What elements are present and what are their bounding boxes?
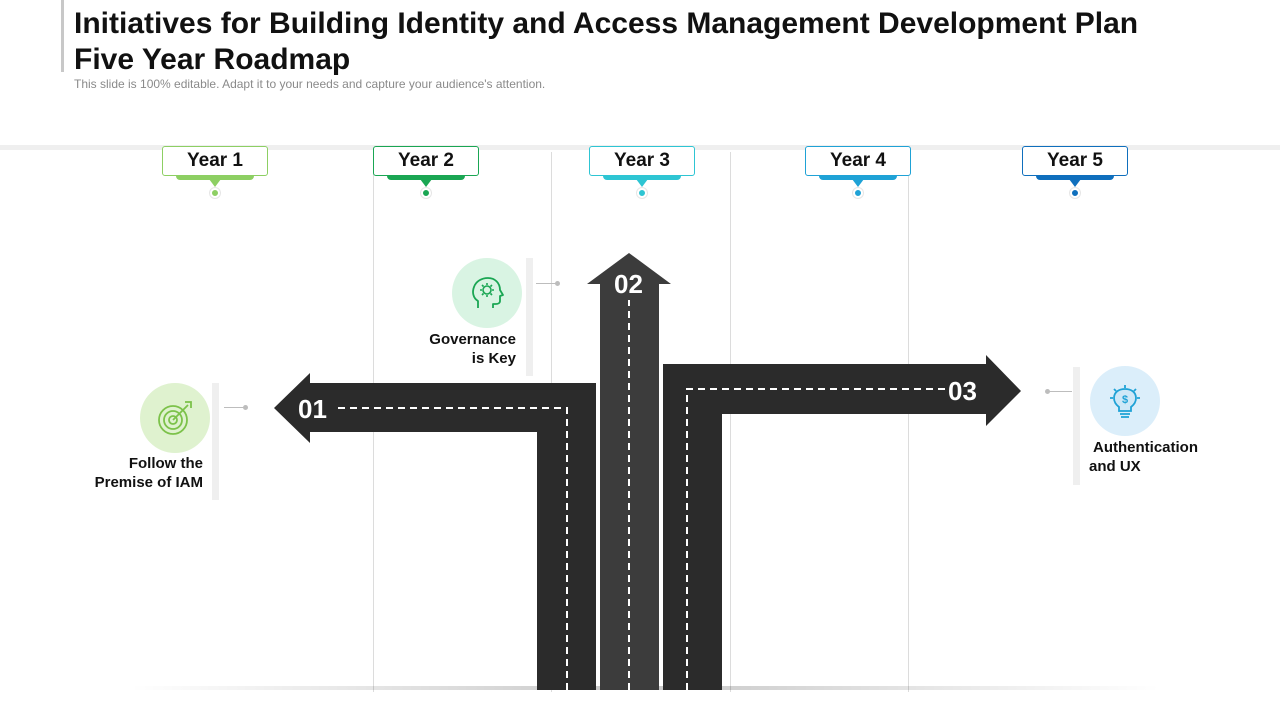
step-label-line: Authentication	[1093, 439, 1198, 456]
label-side-bar	[1073, 367, 1080, 485]
step-label-line: Governance	[429, 331, 516, 348]
page-subtitle: This slide is 100% editable. Adapt it to…	[74, 77, 546, 91]
year-underline	[176, 175, 254, 180]
year-marker-5: Year 5	[1022, 146, 1128, 198]
road-dash-right	[686, 388, 945, 690]
year-label: Year 2	[373, 146, 479, 176]
label-side-bar	[212, 383, 219, 500]
year-pin	[209, 179, 221, 187]
column-divider	[908, 152, 909, 692]
year-marker-2: Year 2	[373, 146, 479, 198]
lightbulb-dollar-icon: $	[1090, 366, 1160, 436]
step-label-3: Authentication and UX	[1089, 438, 1239, 476]
year-dot	[210, 188, 220, 198]
year-underline	[819, 175, 897, 180]
year-pin	[636, 179, 648, 187]
year-underline	[603, 175, 681, 180]
connector-line	[1048, 391, 1072, 392]
year-pin	[852, 179, 864, 187]
head-gear-icon	[452, 258, 522, 328]
connector-dot	[243, 405, 248, 410]
year-dot	[1070, 188, 1080, 198]
year-label: Year 3	[589, 146, 695, 176]
year-dot	[421, 188, 431, 198]
step-label-line: and UX	[1089, 458, 1141, 475]
year-pin	[420, 179, 432, 187]
road-arrow-left	[274, 373, 596, 690]
year-underline	[387, 175, 465, 180]
step-number-3: 03	[948, 376, 977, 406]
step-number-2: 02	[614, 269, 643, 299]
svg-text:$: $	[1122, 394, 1128, 406]
road-dash-left	[334, 407, 568, 690]
year-dot	[637, 188, 647, 198]
connector-line	[224, 407, 246, 408]
step-number-1: 01	[298, 394, 327, 424]
connector-dot	[555, 281, 560, 286]
connector-dot	[1045, 389, 1050, 394]
label-side-bar	[526, 258, 533, 376]
step-label-line: is Key	[471, 350, 516, 367]
year-pin	[1069, 179, 1081, 187]
year-dot	[853, 188, 863, 198]
year-label: Year 4	[805, 146, 911, 176]
step-label-2: Governance is Key	[390, 330, 516, 368]
year-label: Year 1	[162, 146, 268, 176]
year-marker-1: Year 1	[162, 146, 268, 198]
step-label-1: Follow the Premise of IAM	[60, 454, 203, 492]
connector-line	[536, 283, 558, 284]
title-accent-bar	[61, 0, 64, 72]
column-divider	[730, 152, 731, 692]
page-title: Initiatives for Building Identity and Ac…	[74, 7, 1139, 76]
year-marker-4: Year 4	[805, 146, 911, 198]
step-label-line: Follow the	[128, 455, 203, 472]
step-label-line: Premise of IAM	[94, 474, 203, 491]
year-underline	[1036, 175, 1114, 180]
year-marker-3: Year 3	[589, 146, 695, 198]
year-label: Year 5	[1022, 146, 1128, 176]
target-icon	[140, 383, 210, 453]
